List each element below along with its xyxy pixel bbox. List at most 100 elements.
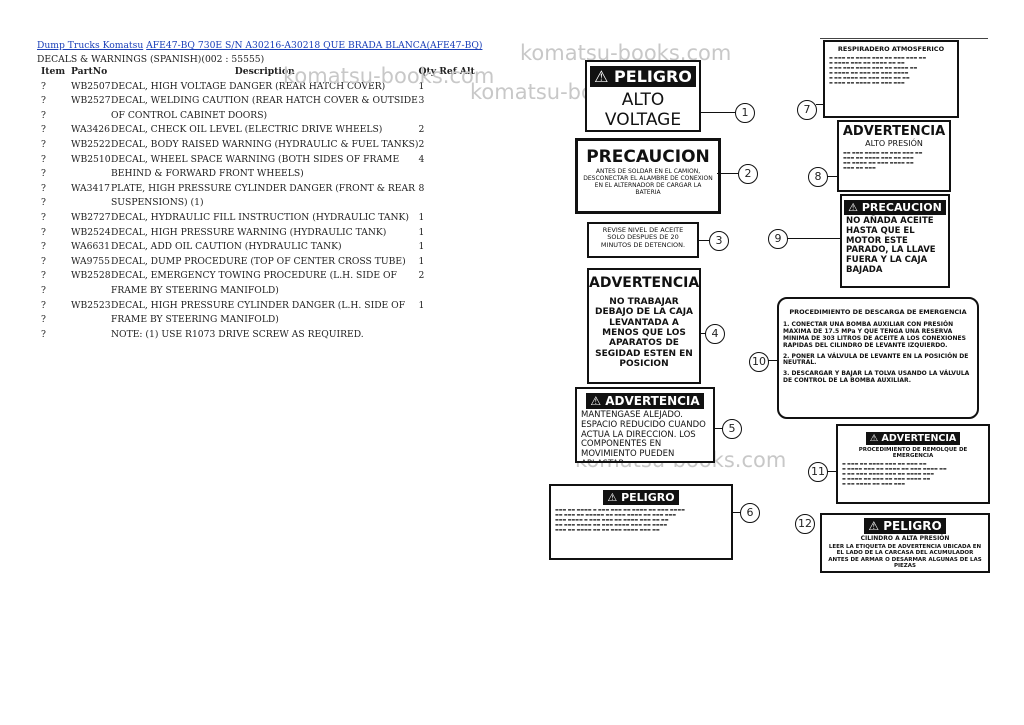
decal-subtitle: ALTO PRESIÓN — [865, 139, 923, 148]
table-header-row: Item PartNo Description Qty Ref Alt — [37, 65, 475, 80]
decal-text: NO TRABAJAR DEBAJO DE LA CAJA LEVANTADA … — [594, 297, 694, 370]
decal-high-pressure-warning: ADVERTENCIA ALTO PRESIÓN ▬▬ ▬▬▬ ▬▬▬▬ ▬▬ … — [837, 120, 951, 192]
leader-line — [786, 238, 841, 239]
row-description: FRAME BY STEERING MANIFOLD) — [111, 314, 279, 326]
row-partno — [71, 196, 111, 211]
row-item: ? — [41, 314, 46, 326]
row-qty: 3 — [418, 95, 425, 107]
leader-line — [717, 173, 738, 174]
decal-high-pressure-cylinder: ⚠ PELIGRO ▬▬▬ ▬▬ ▬▬▬▬ ▬ ▬▬▬ ▬▬▬ ▬▬ ▬▬▬▬ … — [549, 484, 733, 560]
table-row: ? NOTE: (1) USE R1073 DRIVE SCREW AS REQU… — [37, 328, 475, 343]
decal-text: LEER LA ETIQUETA DE ADVERTENCIA UBICADA … — [828, 544, 982, 569]
decal-procedure-step: 1. CONECTAR UNA BOMBA AUXILIAR CON PRESI… — [783, 321, 966, 349]
decal-text: ANTES DE SOLDAR EN EL CAMION, DESCONECTA… — [583, 168, 713, 196]
leader-line — [826, 471, 837, 472]
row-description: DECAL, EMERGENCY TOWING PROCEDURE (L.H. … — [111, 270, 397, 282]
callout-10: 10 — [749, 352, 769, 372]
leader-line — [816, 104, 824, 105]
decal-banner: ⚠ PELIGRO — [603, 490, 679, 505]
decal-high-voltage: ⚠ PELIGRO ALTO VOLTAGE — [585, 60, 701, 132]
row-item: ? — [41, 328, 46, 340]
decal-cylinder-high-pressure: ⚠ PELIGRO CILINDRO A ALTA PRESIÓN LEER L… — [820, 513, 990, 573]
column-header-qty-ref-alt: Qty Ref Alt — [418, 66, 475, 77]
section-title: DECALS & WARNINGS (SPANISH)(002 : 55555) — [37, 54, 265, 65]
row-item: ? — [41, 182, 46, 194]
row-partno: WB2727 — [71, 211, 111, 223]
breadcrumb-link-model[interactable]: AFE47-BQ 730E S/N A30216-A30218 QUE BRAD… — [146, 40, 483, 51]
decal-procedure-step: 3. DESCARGAR Y BAJAR LA TOLVA USANDO LA … — [783, 370, 970, 385]
decal-hydraulic-fill-instruction: RESPIRADERO ATMOSFERICO ▬ ▬▬▬ ▬▬ ▬▬▬▬ ▬▬… — [823, 40, 959, 118]
decal-text: NO AÑADA ACEITE HASTA QUE EL MOTOR ESTE … — [846, 216, 936, 275]
row-qty: 2 — [418, 270, 425, 282]
decal-procedure-step: 2. PONER LA VÁLVULA DE LEVANTE EN LA POS… — [783, 352, 969, 367]
leader-line — [699, 333, 707, 334]
decal-check-oil-level: REVISE NIVEL DE ACEITE SOLO DESPUES DE 2… — [587, 222, 699, 258]
decal-banner: ⚠ PRECAUCION — [844, 200, 946, 215]
decal-title: RESPIRADERO ATMOSFERICO — [837, 45, 945, 53]
row-partno: WB2507 — [71, 80, 111, 92]
row-description: DECAL, HYDRAULIC FILL INSTRUCTION (HYDRA… — [111, 211, 410, 223]
decal-banner: ⚠ PELIGRO — [864, 518, 946, 534]
callout-2: 2 — [738, 164, 758, 184]
row-description: PLATE, HIGH PRESSURE CYLINDER DANGER (FR… — [111, 182, 415, 194]
callout-7: 7 — [797, 100, 817, 120]
divider — [820, 38, 988, 39]
row-qty: 4 — [418, 153, 425, 165]
column-header-item: Item — [41, 66, 66, 77]
row-description: DECAL, BODY RAISED WARNING (HYDRAULIC & … — [111, 138, 419, 150]
row-qty: 8 — [418, 182, 425, 194]
decal-title: ADVERTENCIA — [842, 124, 946, 139]
row-description: NOTE: (1) USE R1073 DRIVE SCREW AS REQUI… — [111, 328, 364, 340]
row-qty: 2 — [418, 124, 425, 136]
row-item: ? — [41, 226, 46, 238]
row-partno: WB2523 — [71, 299, 111, 311]
row-description: DECAL, WHEEL SPACE WARNING (BOTH SIDES O… — [111, 153, 400, 165]
row-item: ? — [41, 153, 46, 165]
row-item: ? — [41, 241, 46, 253]
row-description: DECAL, HIGH VOLTAGE DANGER (REAR HATCH C… — [111, 80, 386, 92]
callout-9: 9 — [768, 229, 788, 249]
decal-title: ADVERTENCIA — [589, 275, 700, 291]
decal-text: MANTENGASE ALEJADO. ESPACIO REDUCIDO CUA… — [581, 410, 706, 461]
row-qty: 1 — [418, 211, 425, 223]
row-item: ? — [41, 270, 46, 282]
leader-line — [699, 112, 735, 113]
row-qty: 1 — [418, 255, 425, 267]
row-partno: WB2522 — [71, 138, 111, 150]
row-qty: 1 — [418, 241, 425, 253]
callout-5: 5 — [722, 419, 742, 439]
row-partno — [71, 313, 111, 328]
decal-fine-print: ▬ ▬▬▬ ▬▬ ▬▬▬▬ ▬▬▬ ▬▬ ▬▬▬ ▬▬▬ ▬▬▬▬ ▬▬▬ ▬▬… — [842, 461, 947, 486]
decal-text: REVISE NIVEL DE ACEITE SOLO DESPUES DE 2… — [600, 226, 686, 249]
decal-title: PROCEDIMIENTO DE DESCARGA DE EMERGENCIA — [789, 308, 967, 316]
breadcrumb-link-dump-trucks[interactable]: Dump Trucks Komatsu — [37, 40, 144, 51]
row-description: DECAL, DUMP PROCEDURE (TOP OF CENTER CRO… — [111, 255, 406, 267]
row-item: ? — [41, 80, 46, 92]
row-item: ? — [41, 299, 46, 311]
callout-1: 1 — [735, 103, 755, 123]
row-description: BEHIND & FORWARD FRONT WHEELS) — [111, 168, 304, 180]
row-item: ? — [41, 168, 46, 180]
callout-4: 4 — [705, 324, 725, 344]
decal-fine-print: ▬▬▬ ▬▬ ▬▬▬▬ ▬ ▬▬▬ ▬▬▬ ▬▬ ▬▬▬▬ ▬▬ ▬▬▬ ▬▬▬… — [555, 507, 685, 532]
row-item: ? — [41, 255, 46, 267]
row-partno: WA3417 — [71, 182, 111, 194]
table-row: ? BEHIND & FORWARD FRONT WHEELS) — [37, 167, 475, 182]
page-header: Dump Trucks Komatsu AFE47-BQ 730E S/N A3… — [37, 39, 482, 67]
row-qty: 1 — [418, 299, 425, 311]
row-qty: 1 — [418, 226, 425, 238]
decal-text: ALTO VOLTAGE — [604, 90, 682, 130]
callout-12: 12 — [795, 514, 815, 534]
decal-body-raised-warning: ADVERTENCIA NO TRABAJAR DEBAJO DE LA CAJ… — [587, 268, 701, 384]
decal-dump-procedure: PROCEDIMIENTO DE DESCARGA DE EMERGENCIA … — [777, 297, 979, 419]
